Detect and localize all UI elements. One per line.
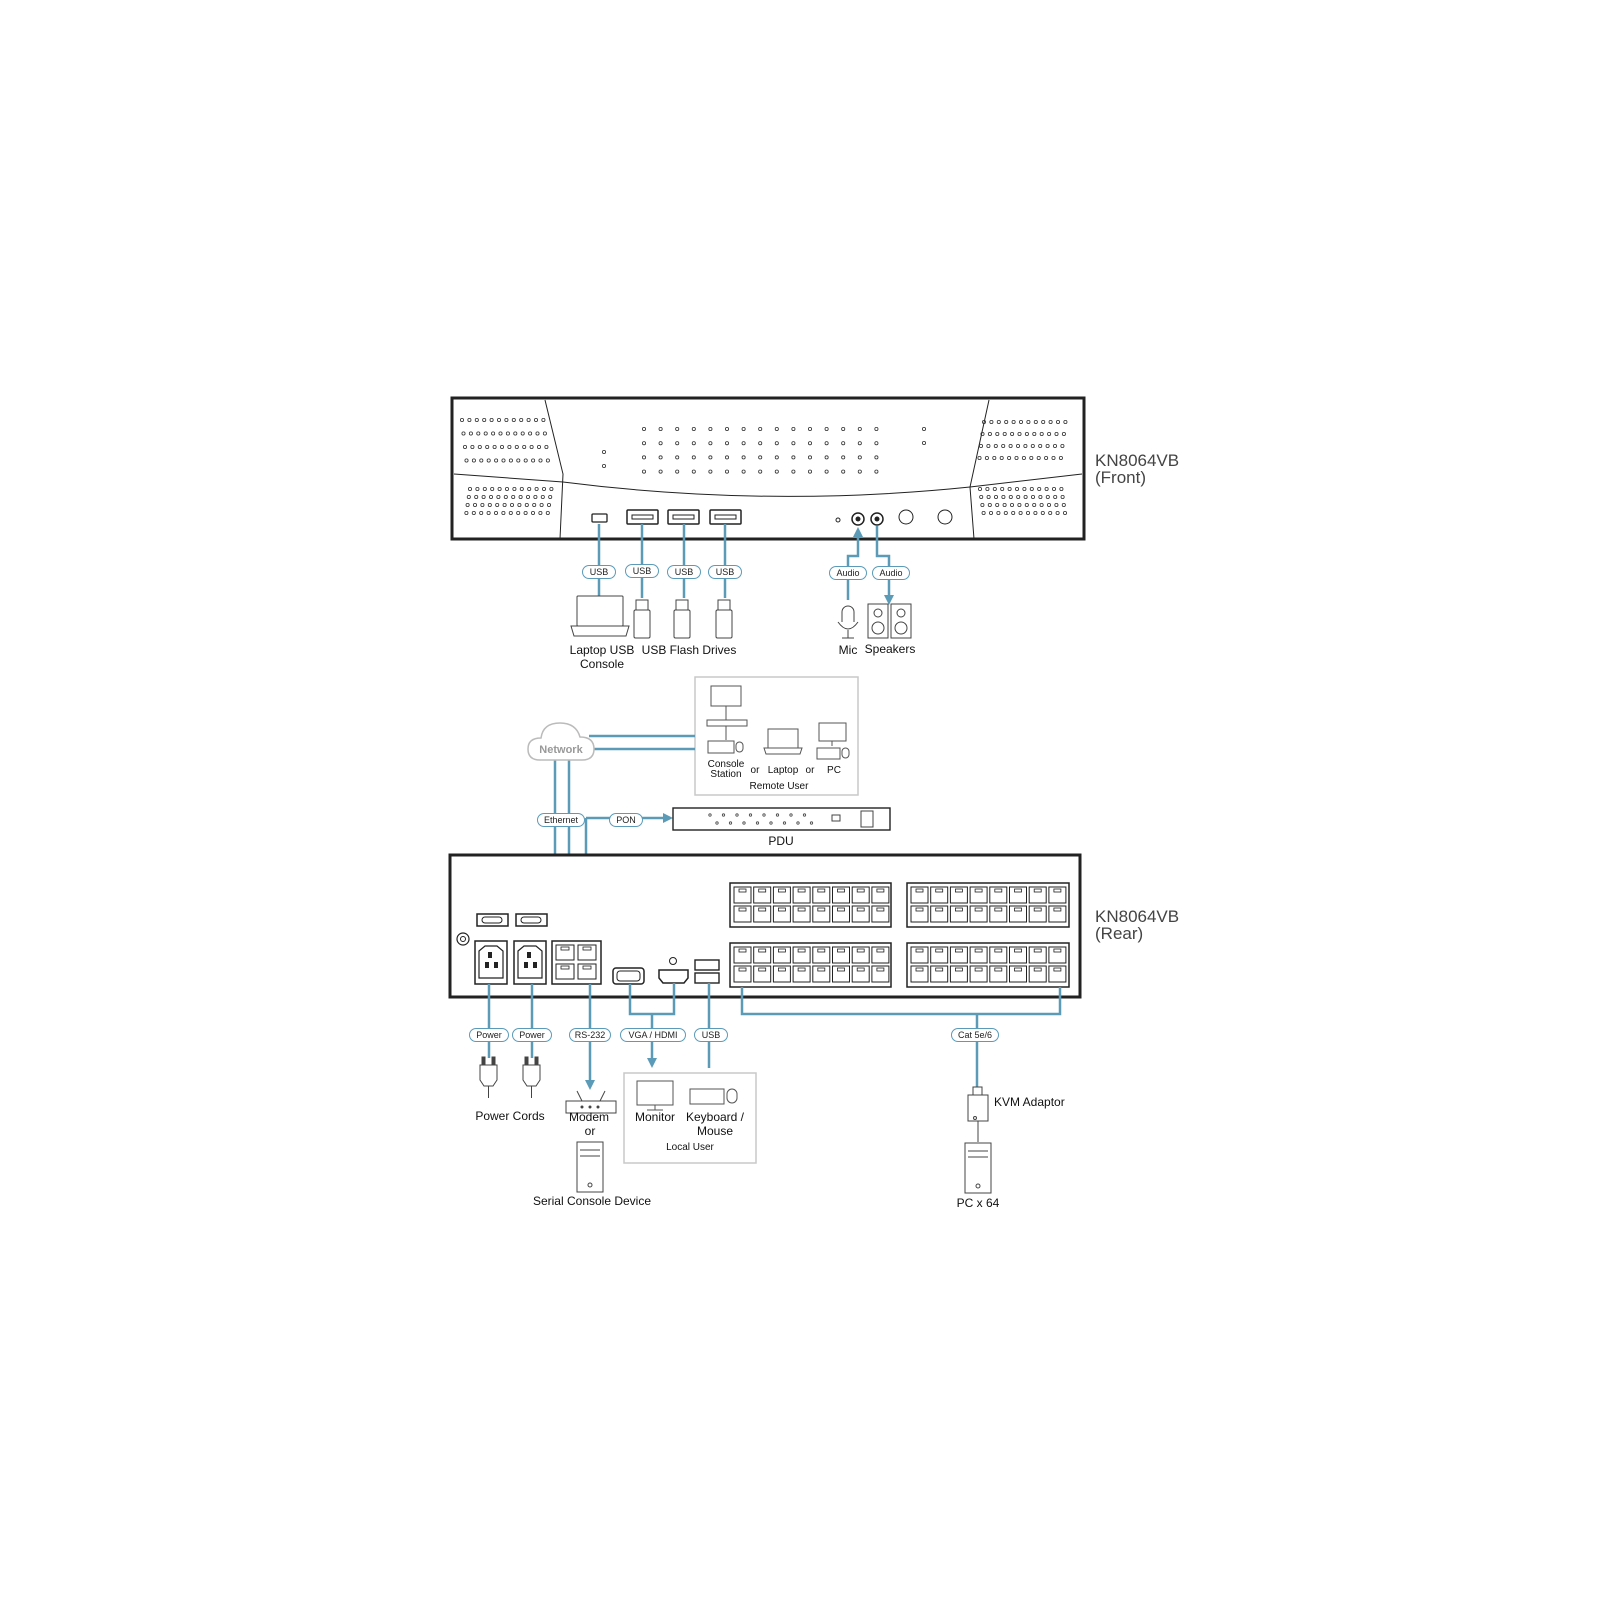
ground-terminal: [456, 932, 470, 946]
rear-usb-port-2[interactable]: [694, 972, 720, 984]
vga-port[interactable]: [612, 967, 645, 985]
modem-icon: [565, 1090, 617, 1114]
keyboard-mouse-label-line2: Mouse: [696, 1124, 734, 1138]
tower-pc-icon: [576, 1141, 604, 1193]
microphone-icon: [837, 605, 859, 639]
power-inlet-2[interactable]: [513, 940, 547, 985]
power-cords-label: Power Cords: [475, 1109, 545, 1123]
speakers-icon: [867, 603, 912, 639]
front-view-label: (Front): [1095, 468, 1146, 487]
usb-connector-label: USB: [667, 565, 701, 579]
keyboard-mouse-label-line1: Keyboard /: [685, 1110, 745, 1124]
usb-flash-drives-label: USB Flash Drives: [641, 643, 737, 657]
audio-connector-label: Audio: [872, 566, 910, 580]
usb-flash-drive-icon: [633, 599, 733, 639]
serial-console-device-label: Serial Console Device: [532, 1194, 652, 1208]
pc-x64-label: PC x 64: [956, 1196, 1000, 1210]
keyboard-icon: [689, 1088, 725, 1105]
usb-connector-label: USB: [582, 565, 616, 579]
network-cloud-label: Network: [539, 744, 583, 756]
rear-usb-connector-label: USB: [694, 1028, 728, 1042]
console-station-label-line1: Console: [707, 759, 745, 770]
audio-connector-label: Audio: [829, 566, 867, 580]
front-button-2[interactable]: [937, 509, 953, 525]
modem-label: Modem: [568, 1110, 609, 1124]
kvm-adaptor-icon: [967, 1086, 989, 1142]
pon-connector-label: PON: [609, 813, 643, 827]
laptop-usb-console-label-line2: Console: [579, 657, 625, 671]
rear-usb-port-1[interactable]: [694, 959, 720, 971]
front-ports: [591, 509, 953, 526]
rear-model-name: KN8064VB: [1095, 907, 1180, 926]
local-user-title: Local User: [666, 1142, 714, 1153]
or-label: or: [805, 765, 815, 776]
front-panel: [450, 396, 1086, 541]
local-user-panel: [623, 1072, 757, 1164]
laptop-icon: [570, 595, 630, 637]
hdmi-port[interactable]: [658, 969, 689, 984]
front-button-1[interactable]: [898, 509, 914, 525]
cloud-icon: [527, 722, 595, 761]
mini-usb-port[interactable]: [591, 513, 608, 523]
usb-connector-label: USB: [625, 564, 659, 578]
remote-pc-label: PC: [827, 765, 841, 776]
power-inlet-1[interactable]: [474, 940, 508, 985]
rs232-connector-label: RS-232: [569, 1028, 611, 1042]
speakers-label: Speakers: [864, 642, 916, 656]
kvm-adaptor-label: KVM Adaptor: [994, 1095, 1065, 1109]
pdu-icon: [672, 807, 891, 831]
mouse-icon: [735, 741, 744, 753]
usb-connector-label: USB: [708, 565, 742, 579]
remote-laptop-label: Laptop: [767, 765, 799, 776]
front-vent-holes: [459, 417, 1068, 515]
rear-view-label: (Rear): [1095, 924, 1144, 943]
power-connector-label: Power: [512, 1028, 552, 1042]
mouse-icon: [726, 1088, 738, 1104]
mic-label: Mic: [838, 643, 858, 657]
remote-user-panel: [694, 676, 859, 796]
console-station-label-line2: Station: [710, 769, 742, 780]
rear-panel: [448, 853, 1082, 999]
pdu-label: PDU: [768, 834, 794, 848]
ethernet-connector-label: Ethernet: [537, 813, 585, 827]
or-label: or: [750, 765, 760, 776]
keyboard-icon: [707, 740, 735, 754]
cat5e6-connector-label: Cat 5e/6: [951, 1028, 999, 1042]
monitor-icon: [636, 1080, 674, 1106]
power-connector-label: Power: [469, 1028, 509, 1042]
monitor-label: Monitor: [634, 1110, 675, 1124]
monitor-icon: [710, 685, 742, 707]
power-plug-icon: [479, 1056, 541, 1098]
front-model-name: KN8064VB: [1095, 451, 1180, 470]
vga-hdmi-connector-label: VGA / HDMI: [620, 1028, 686, 1042]
remote-user-title: Remote User: [749, 781, 809, 792]
tower-pc-icon: [964, 1142, 992, 1194]
laptop-usb-console-label-line1: Laptop USB: [569, 643, 635, 657]
or-label: or: [584, 1124, 596, 1138]
